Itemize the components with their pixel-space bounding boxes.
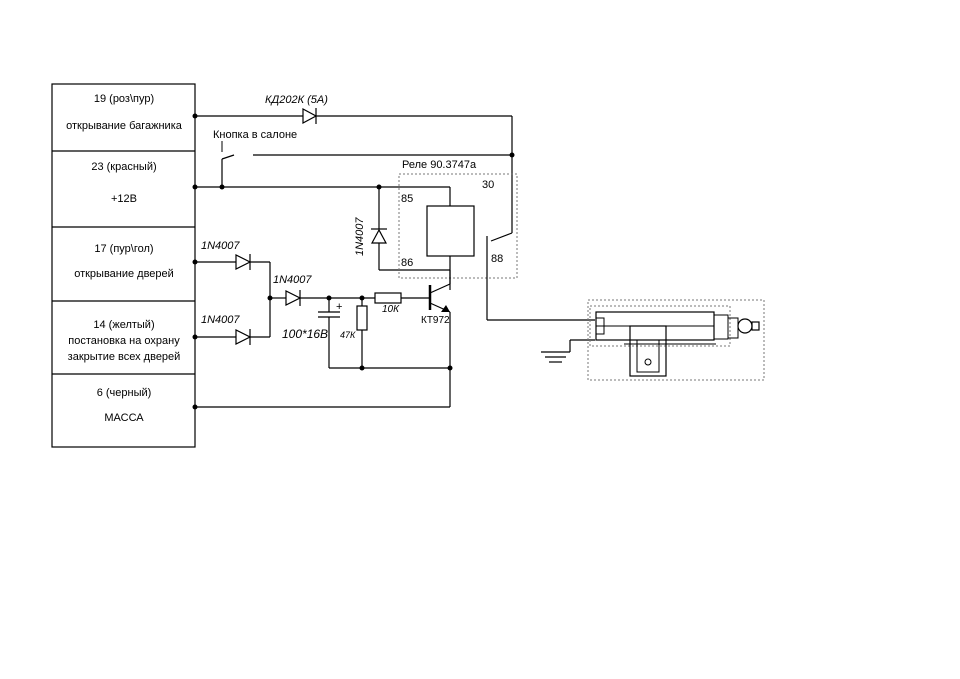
- diode-top-label: 1N4007: [201, 240, 240, 252]
- pin14-diode: [192, 329, 270, 345]
- pin17-diode: [192, 254, 270, 270]
- capacitor: [318, 295, 340, 368]
- relay-diode: [370, 187, 450, 271]
- relay-label: Реле 90.3747а: [402, 159, 477, 171]
- kd202-diode-symbol: [302, 107, 318, 125]
- plus12-line: [192, 184, 451, 206]
- diode-1n4007-mid-symbol: [285, 290, 302, 306]
- diode-mid-label: 1N4007: [273, 274, 312, 286]
- pin17-cell: 17 (пур\гол) открывание дверей: [74, 243, 174, 280]
- diode-1n4007-top-symbol: [235, 254, 252, 270]
- pin6-cell: 6 (черный) МАССА: [97, 387, 152, 424]
- pin19-function: открывание багажника: [66, 120, 183, 132]
- actuator-wire: [487, 319, 595, 363]
- pin14-cell: 14 (желтый) постановка на охрану закрыти…: [68, 319, 181, 363]
- pin6-label: 6 (черный): [97, 387, 152, 399]
- connector-block: [51, 83, 196, 448]
- transistor-label: КТ972: [421, 315, 450, 326]
- pin23-label: 23 (красный): [91, 161, 156, 173]
- pin19-label: 19 (роз\пур): [94, 93, 154, 105]
- resistor-10k: [374, 292, 430, 304]
- resistor-47k-label: 47К: [340, 330, 356, 340]
- pin14-label: 14 (желтый): [93, 319, 154, 331]
- pin17-label: 17 (пур\гол): [94, 243, 153, 255]
- kd202-label: КД202К (5А): [265, 94, 328, 106]
- relay-coil: [426, 205, 475, 257]
- relay: [398, 173, 518, 320]
- relay-outline: [398, 173, 518, 279]
- capacitor-plus: +: [336, 301, 342, 313]
- door-lock-actuator: [587, 299, 765, 381]
- resistor-10k-label: 10К: [382, 304, 400, 315]
- trunk-line: [192, 107, 515, 242]
- diode-relay-label: 1N4007: [354, 217, 366, 256]
- pin6-function: МАССА: [104, 412, 144, 424]
- relay-pin85: 85: [401, 193, 413, 205]
- pin23-function: +12В: [111, 193, 137, 205]
- pin14-function: постановка на охрану: [68, 335, 180, 347]
- button-label: Кнопка в салоне: [213, 129, 297, 141]
- relay-pin30: 30: [482, 179, 494, 191]
- diode-bottom-label: 1N4007: [201, 314, 240, 326]
- relay-pin88: 88: [491, 253, 503, 265]
- transistor: [428, 270, 453, 407]
- cabin-button: [221, 141, 512, 187]
- ground-bus: [192, 367, 450, 410]
- diode-1n4007-bottom-symbol: [235, 329, 252, 345]
- pin14-function-2: закрытие всех дверей: [68, 351, 181, 363]
- diode-1n4007-relay-symbol: [370, 228, 388, 244]
- relay-pin86: 86: [401, 257, 413, 269]
- pin19-cell: 19 (роз\пур) открывание багажника: [66, 93, 183, 132]
- resistor-47k: [356, 295, 368, 371]
- capacitor-label: 100*16В: [282, 327, 328, 341]
- pin23-cell: 23 (красный) +12В: [91, 161, 156, 205]
- pin17-function: открывание дверей: [74, 268, 174, 280]
